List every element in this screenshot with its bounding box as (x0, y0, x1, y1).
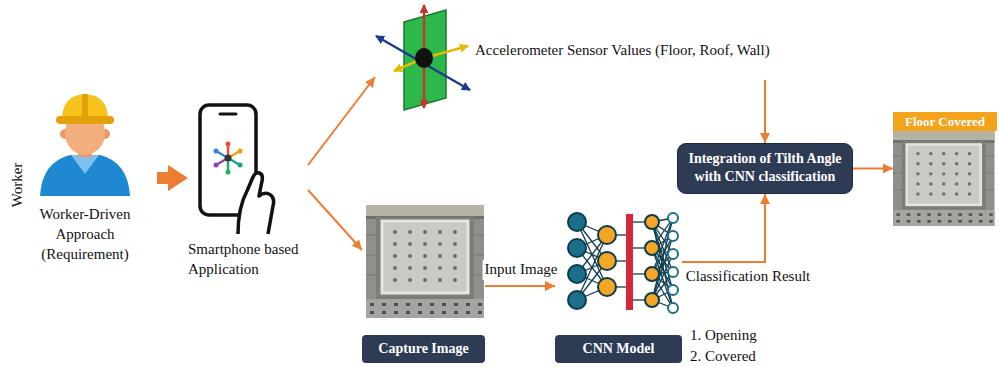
smartphone-icon (200, 105, 274, 234)
site-photo (366, 205, 484, 318)
network-neuron (668, 249, 678, 259)
worker-icon (40, 94, 130, 196)
result-node: Floor Covered (893, 112, 997, 226)
network-layer-bar (626, 214, 633, 310)
output-photo (893, 131, 994, 226)
connector-arrow (308, 190, 362, 250)
cnn-model-node: CNN Model (555, 205, 682, 365)
smartphone-icon (214, 149, 219, 154)
accelerometer-icon (415, 48, 433, 68)
smartphone-icon (214, 163, 219, 168)
network-neuron (598, 278, 616, 296)
network-neuron (645, 215, 659, 229)
capture-image-node: Capture Image (362, 205, 485, 365)
network-neuron (598, 226, 616, 244)
network-neuron (645, 241, 659, 255)
connector-arrow (682, 194, 765, 262)
network-neuron (568, 213, 586, 231)
node-text: Smartphone based Application (188, 240, 308, 280)
smartphone-icon (238, 149, 243, 154)
connector-arrow (853, 167, 893, 169)
worker-icon (82, 94, 88, 118)
node-text: Worker-Driven Approach (Requirement) (35, 205, 135, 264)
connector-arrow (308, 77, 375, 165)
network-neuron (668, 267, 678, 277)
integration-box: Integration of Tilth Angle with CNN clas… (677, 143, 853, 194)
smartphone-node: Smartphone based Application (188, 103, 308, 283)
edge-label: Classification Result (684, 267, 813, 287)
worker-node: Worker-Driven Approach (Requirement) (35, 95, 135, 275)
network-neuron (568, 239, 586, 257)
smartphone-icon (225, 155, 232, 162)
smartphone-icon (238, 173, 274, 234)
worker-icon (71, 155, 99, 174)
network-neuron (568, 291, 586, 309)
class-item: 2. Covered (690, 347, 756, 367)
worker-icon (40, 155, 130, 196)
smartphone-icon (226, 142, 231, 147)
node-text: Integration of Tilth Angle with CNN clas… (678, 144, 852, 193)
accelerometer-icon (376, 5, 470, 110)
smartphone-icon (220, 113, 236, 116)
edge-label: Input Image (483, 260, 560, 280)
site-photo (366, 205, 484, 318)
smartphone-icon (226, 170, 231, 175)
network-neuron (668, 303, 678, 313)
network-neuron (668, 213, 678, 223)
neural-network-icon (568, 213, 678, 313)
node-text: Capture Image (362, 335, 485, 363)
network-neuron (645, 293, 659, 307)
worker-icon (56, 116, 114, 124)
smartphone-icon (238, 163, 243, 168)
smartphone-icon (216, 144, 240, 172)
node-text: Accelerometer Sensor Values (Floor, Roof… (475, 41, 805, 61)
output-photo (893, 131, 994, 226)
network-neuron (568, 265, 586, 283)
network-neuron (645, 267, 659, 281)
class-item: 1. Opening (690, 326, 757, 346)
network-neuron (668, 231, 678, 241)
connector-arrow (764, 80, 766, 143)
connector-arrow (157, 172, 168, 184)
node-text: Floor Covered (893, 112, 997, 131)
network-neuron (598, 252, 616, 270)
side-label: Worker (8, 163, 28, 208)
network-neuron (668, 285, 678, 295)
accelerometer-node: Accelerometer Sensor Values (Floor, Roof… (375, 5, 805, 80)
node-text: CNN Model (555, 335, 682, 363)
connector-arrow (485, 285, 555, 287)
